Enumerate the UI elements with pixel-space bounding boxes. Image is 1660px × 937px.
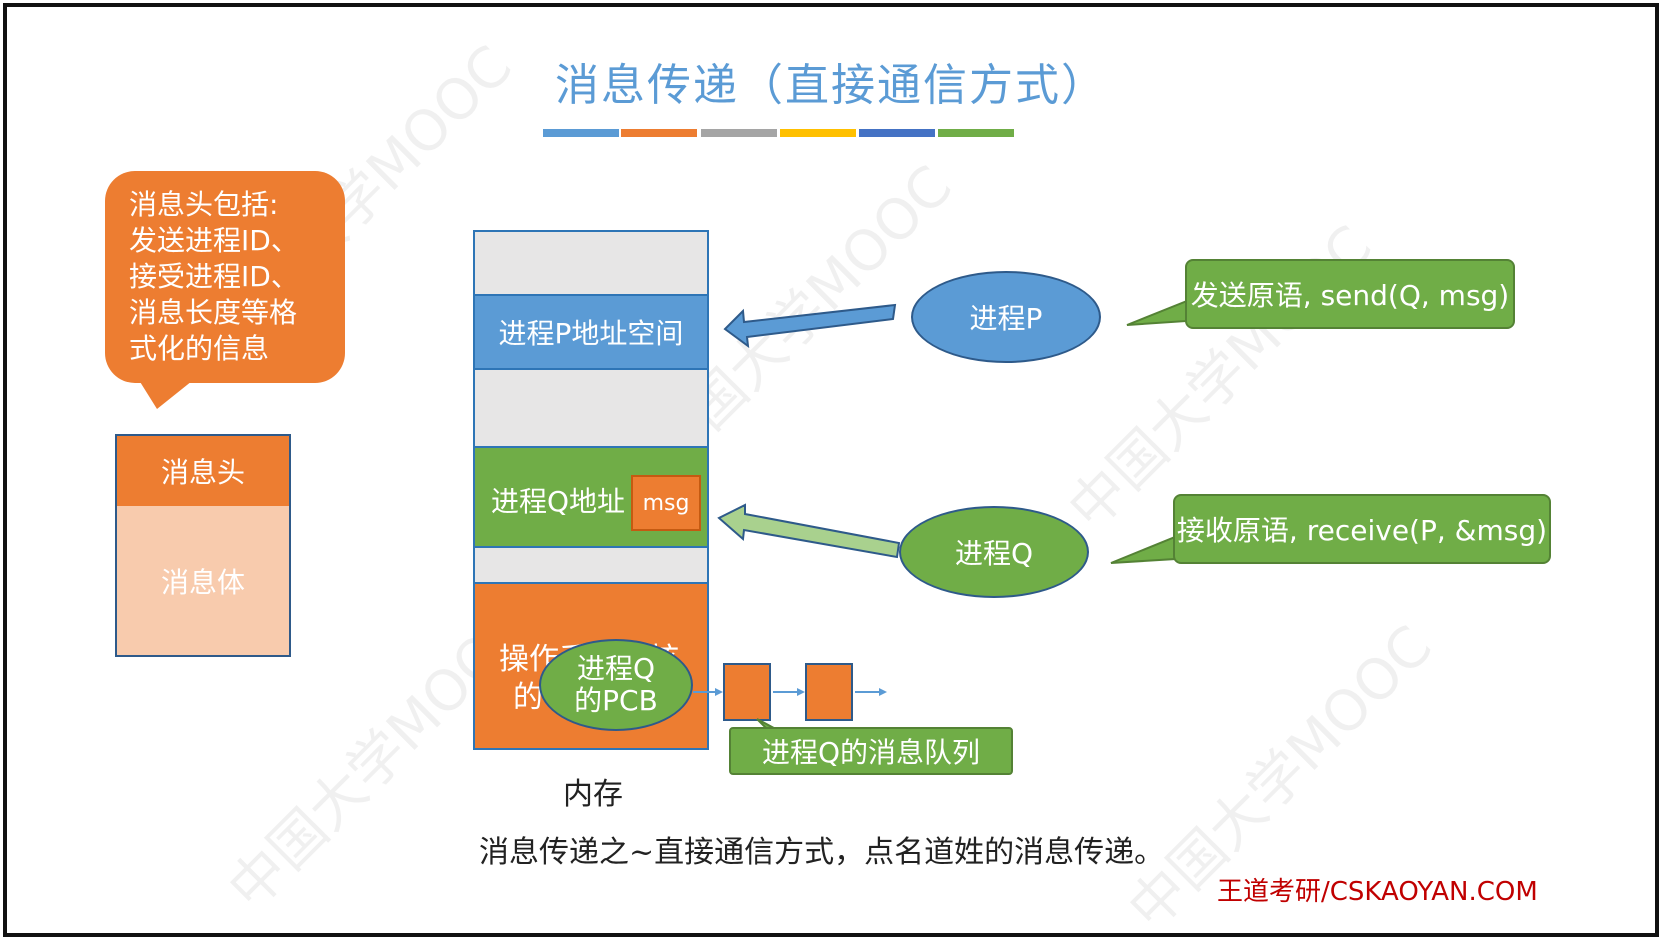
send-arrow [723, 303, 897, 349]
receive-arrow [717, 503, 901, 559]
memory-label: 内存 [563, 777, 623, 812]
queue-message-node [805, 663, 853, 721]
footer-brand: 王道考研/CSKAOYAN.COM [1217, 877, 1538, 907]
title-color-bar [938, 129, 1014, 137]
process-q-address-label: 进程Q地址 [491, 485, 626, 518]
slide-caption: 消息传递之~直接通信方式，点名道姓的消息传递。 [479, 835, 1165, 870]
message-header-block: 消息头 [115, 434, 291, 508]
send-callout-tail [1126, 299, 1188, 326]
callout-line: 发送进程ID、 [129, 224, 299, 257]
queue-message-node [723, 663, 771, 721]
send-primitive-callout: 发送原语, send(Q, msg) [1185, 259, 1515, 329]
memory-free-segment [473, 370, 709, 446]
callout-line: 消息长度等格 [129, 296, 298, 329]
message-body-block: 消息体 [115, 506, 291, 657]
process-p-address-space: 进程P地址空间 [473, 294, 709, 370]
diagram-arrows [693, 299, 1188, 750]
msg-block: msg [631, 475, 701, 531]
title-color-bar [780, 129, 856, 137]
title-color-bar [701, 129, 777, 137]
receive-primitive-callout: 接收原语, receive(P, &msg) [1173, 494, 1551, 564]
title-color-bar [621, 129, 697, 137]
callout-tail-left [137, 377, 197, 409]
slide-title: 消息传递（直接通信方式） [555, 60, 1107, 111]
message-header-callout: 消息头包括: 发送进程ID、 接受进程ID、 消息长度等格 式化的信息 [105, 171, 345, 383]
pcb-label: 进程Q [576, 652, 656, 685]
title-color-bar [859, 129, 935, 137]
receive-callout-tail [1110, 535, 1176, 564]
title-color-bar [543, 129, 619, 137]
process-p: 进程P [911, 271, 1101, 363]
callout-line: 式化的信息 [129, 332, 270, 365]
message-queue-label: 进程Q的消息队列 [729, 727, 1013, 775]
os-kernel-label: 的 [513, 680, 543, 715]
memory-free-segment [473, 230, 709, 294]
callout-line: 接受进程ID、 [129, 260, 299, 293]
process-q-pcb: 进程Q 的PCB [539, 639, 693, 731]
pcb-label: 的PCB [574, 684, 658, 717]
slide: 中国大学MOOC 中国大学MOOC 中国大学MOOC 中国大学MOOC 中国大学… [3, 3, 1659, 937]
callout-line: 消息头包括: [129, 188, 279, 221]
process-q: 进程Q [899, 506, 1089, 598]
memory-free-segment [473, 548, 709, 582]
